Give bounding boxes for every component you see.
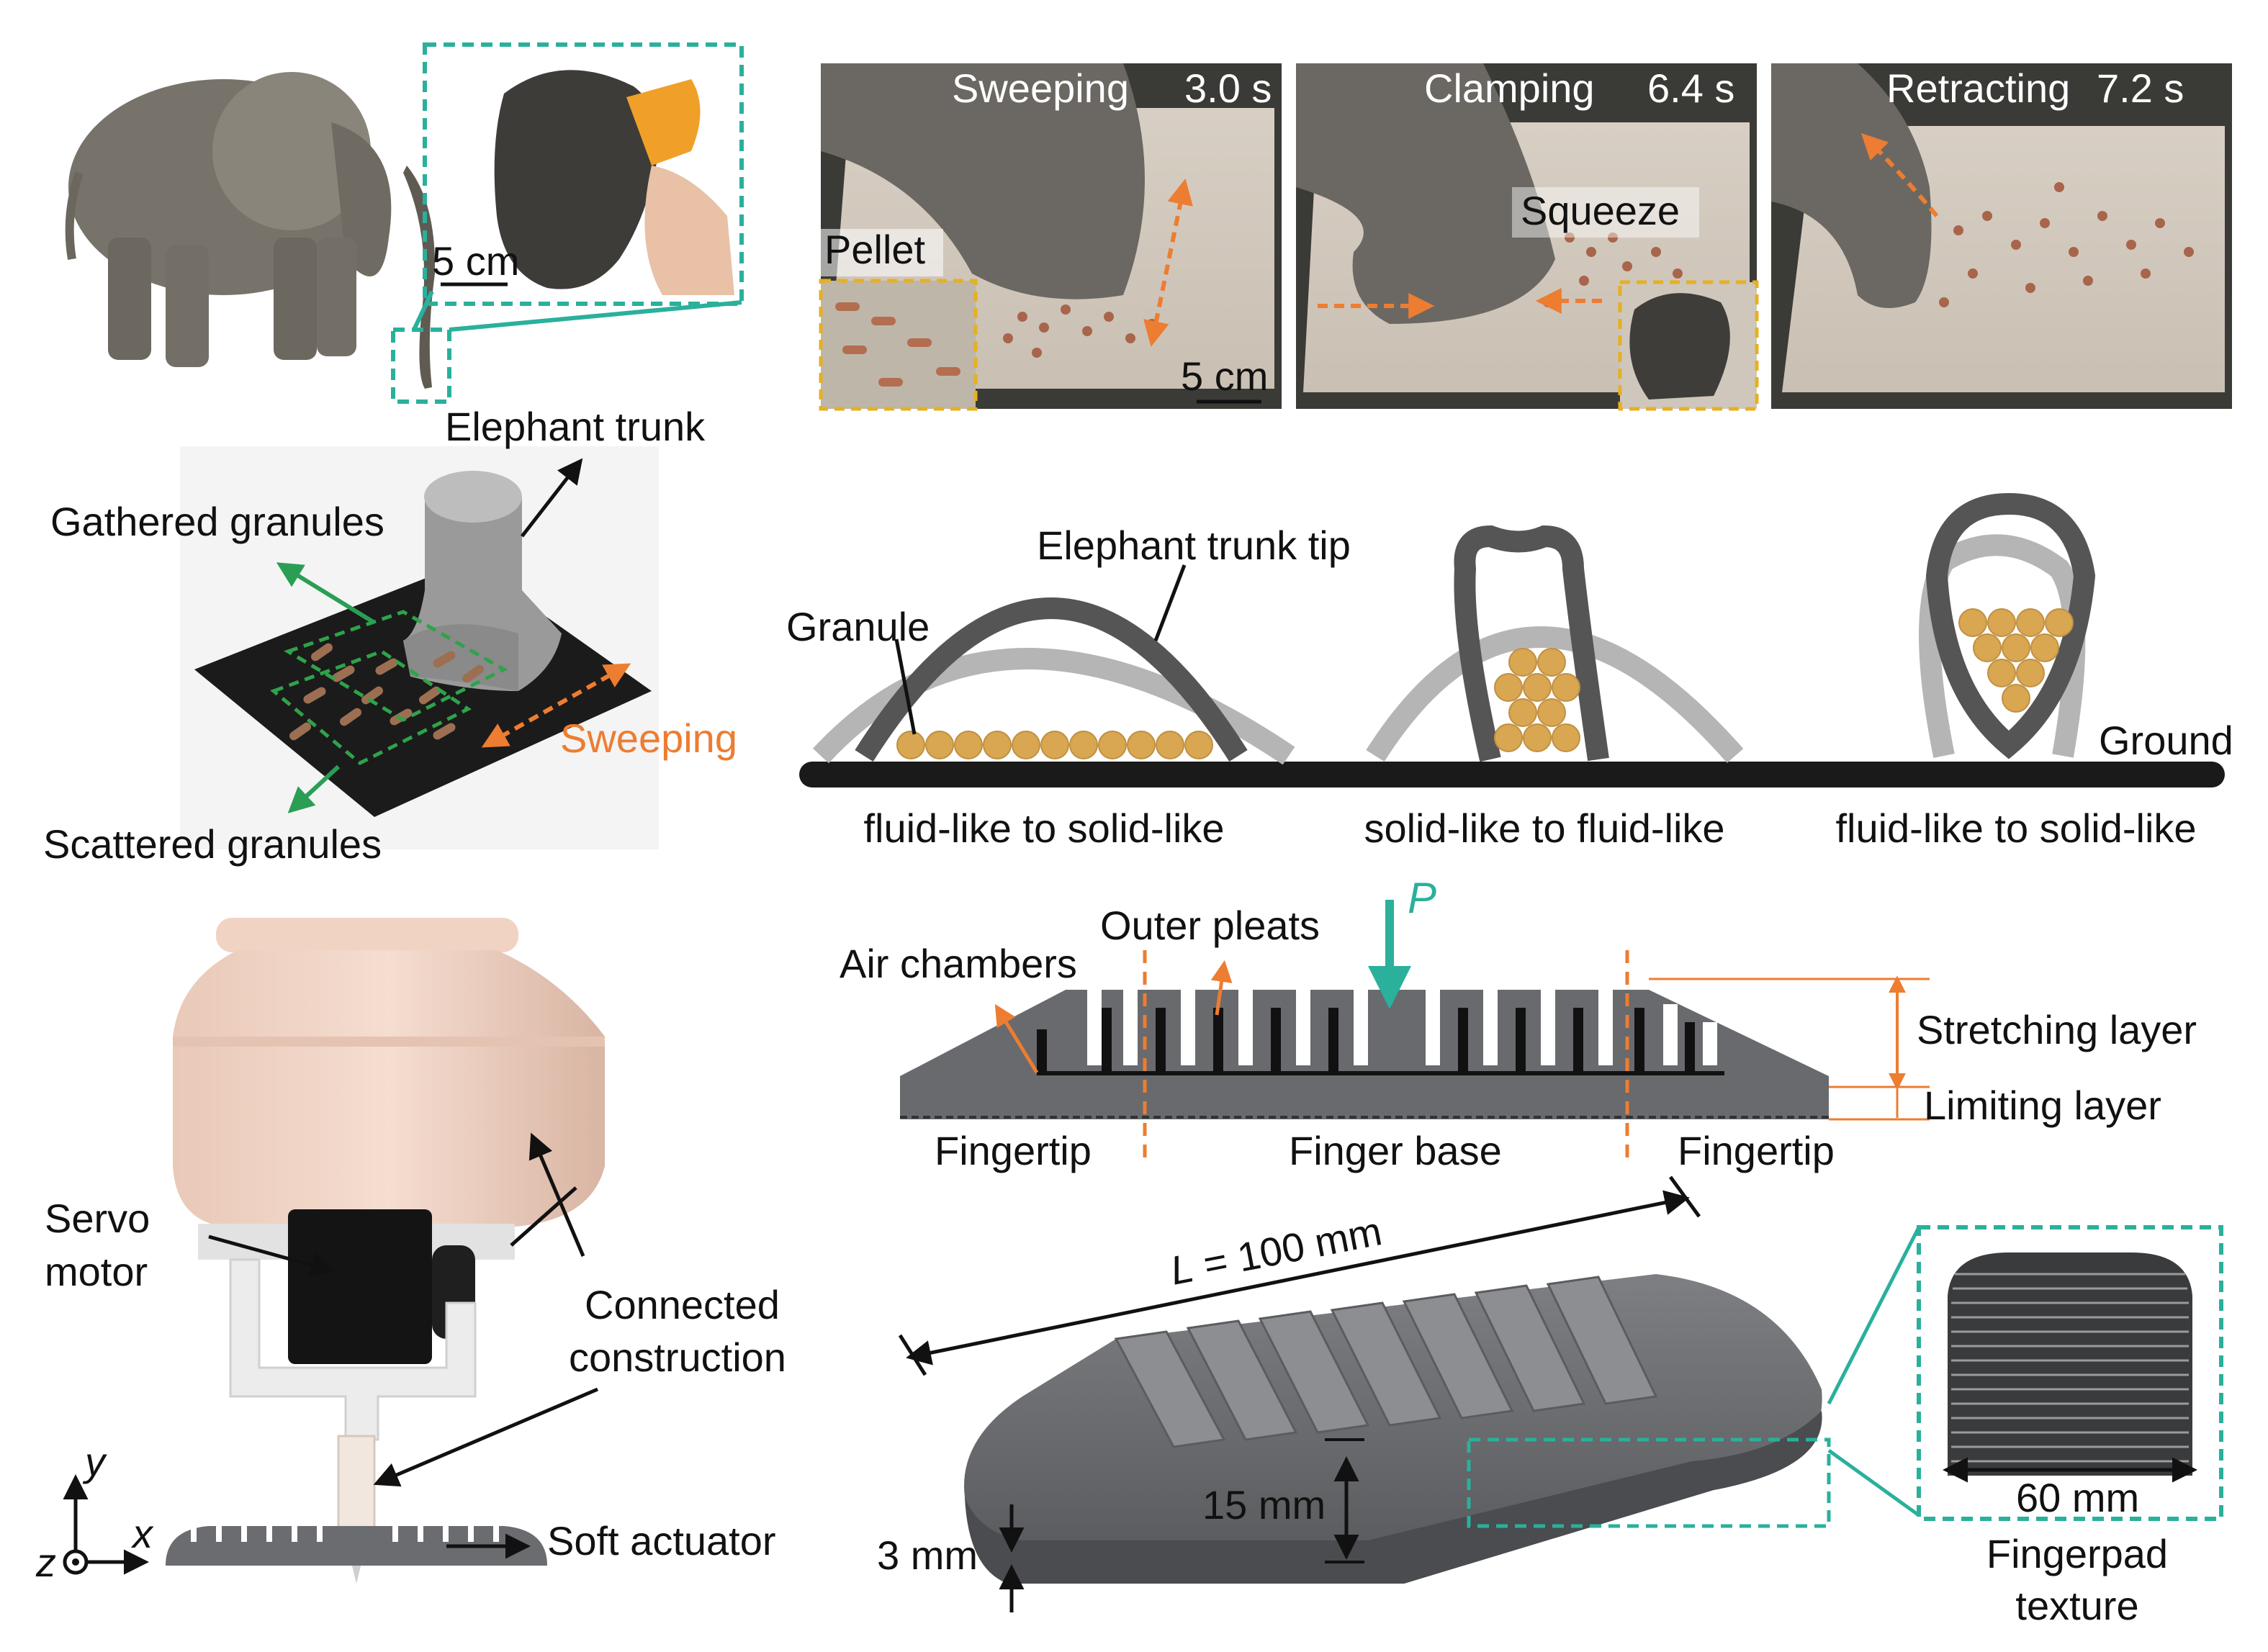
granule-label: Granule [786, 604, 930, 649]
trunk-tip-label: Elephant trunk tip [1037, 523, 1351, 568]
panel-f-cross-section: Outer pleats Air chambers P Stretching l… [840, 874, 2197, 1173]
frame-action-label: Retracting [1886, 66, 2070, 111]
elephant-trunk-label: Elephant trunk [445, 404, 706, 449]
state-1 [813, 564, 1295, 765]
axis-x-label: x [130, 1511, 154, 1556]
axis-y-label: y [82, 1439, 107, 1484]
panel-b-frames: Sweeping 3.0 s Pellet 5 cm Clamping 6.4 … [819, 63, 2232, 411]
connected-label: Connected [585, 1282, 780, 1327]
fingerpad-label: Fingerpad [1986, 1531, 2168, 1576]
fingertip-left-label: Fingertip [935, 1128, 1092, 1173]
panel-c-sweeping-schematic: Elephant trunk Gathered granules Sweepin… [43, 404, 737, 867]
state-3 [1919, 492, 2096, 759]
soft-actuator-model [166, 1526, 547, 1566]
soft-actuator-label: Soft actuator [547, 1518, 776, 1563]
zoom-connector-line [449, 300, 742, 332]
fingertip-right-label: Fingertip [1678, 1128, 1835, 1173]
frame-retracting: Retracting 7.2 s [1771, 63, 2232, 409]
state-2 [1366, 525, 1744, 763]
servo-motor-body [288, 1209, 432, 1364]
frame-action-label: Clamping [1424, 66, 1595, 111]
frame-time-label: 7.2 s [2097, 66, 2184, 111]
frame-action-label: Sweeping [952, 66, 1129, 111]
transition-label: fluid-like to solid-like [863, 805, 1224, 851]
fingerpad-texture-image [1948, 1252, 2192, 1476]
thickness-label: 3 mm [877, 1533, 978, 1578]
granules [289, 643, 485, 741]
servo-label: Servo [45, 1196, 150, 1241]
panel-e-gripper: Servo motor Connected construction Soft … [35, 918, 786, 1585]
fingerpad-zoom-frame [1917, 1225, 2223, 1521]
ground-line [799, 762, 2225, 787]
trunk-model [403, 471, 562, 691]
trunk-tip-photo [494, 70, 734, 295]
gathered-granules-label: Gathered granules [50, 499, 384, 544]
frame-time-label: 3.0 s [1184, 66, 1272, 111]
air-chambers-label: Air chambers [840, 941, 1077, 986]
transition-label: solid-like to fluid-like [1364, 805, 1724, 851]
axis-z-label: z [35, 1540, 56, 1585]
scale-bar-label: 5 cm [432, 238, 519, 284]
coordinate-axes: y x z [35, 1439, 154, 1585]
pad-width-label: 60 mm [2016, 1475, 2139, 1520]
zoom-connector-line [412, 290, 434, 331]
frame-sweeping: Sweeping 3.0 s Pellet 5 cm [819, 63, 1282, 411]
pellet-label: Pellet [824, 227, 926, 272]
outer-pleats-label: Outer pleats [1100, 903, 1320, 948]
ground-label: Ground [2099, 718, 2233, 763]
panel-a-elephant: 5 cm [65, 42, 744, 404]
motor-label: motor [45, 1249, 148, 1294]
scale-bar-label: 5 cm [1181, 353, 1268, 399]
panel-d-trunk-states: Elephant trunk tip Granule Ground fluid-… [786, 492, 2233, 851]
stretching-layer-label: Stretching layer [1917, 1007, 2197, 1052]
transition-label: fluid-like to solid-like [1835, 805, 2196, 851]
length-value: = 100 mm [1189, 1208, 1385, 1289]
construction-label: construction [569, 1335, 786, 1380]
sweeping-label: Sweeping [560, 716, 737, 761]
elephant-photo [65, 72, 436, 389]
texture-label: texture [2015, 1583, 2138, 1628]
panel-g-actuator-3d: L = 100 mm 15 mm 3 mm 60 mm Fingerpad [877, 1175, 2223, 1628]
trunk-zoom-box [391, 328, 451, 404]
limiting-layer-label: Limiting layer [1924, 1083, 2161, 1128]
squeeze-label: Squeeze [1521, 188, 1680, 233]
pressure-label: P [1408, 874, 1436, 922]
finger-base-label: Finger base [1289, 1128, 1502, 1173]
height-label: 15 mm [1202, 1482, 1326, 1527]
trunk-tip-zoom-frame [423, 42, 744, 306]
gripper-render [166, 918, 605, 1584]
scattered-granules-label: Scattered granules [43, 821, 382, 867]
frame-clamping: Clamping 6.4 s Squeeze [1296, 63, 1759, 411]
frame-time-label: 6.4 s [1647, 66, 1734, 111]
